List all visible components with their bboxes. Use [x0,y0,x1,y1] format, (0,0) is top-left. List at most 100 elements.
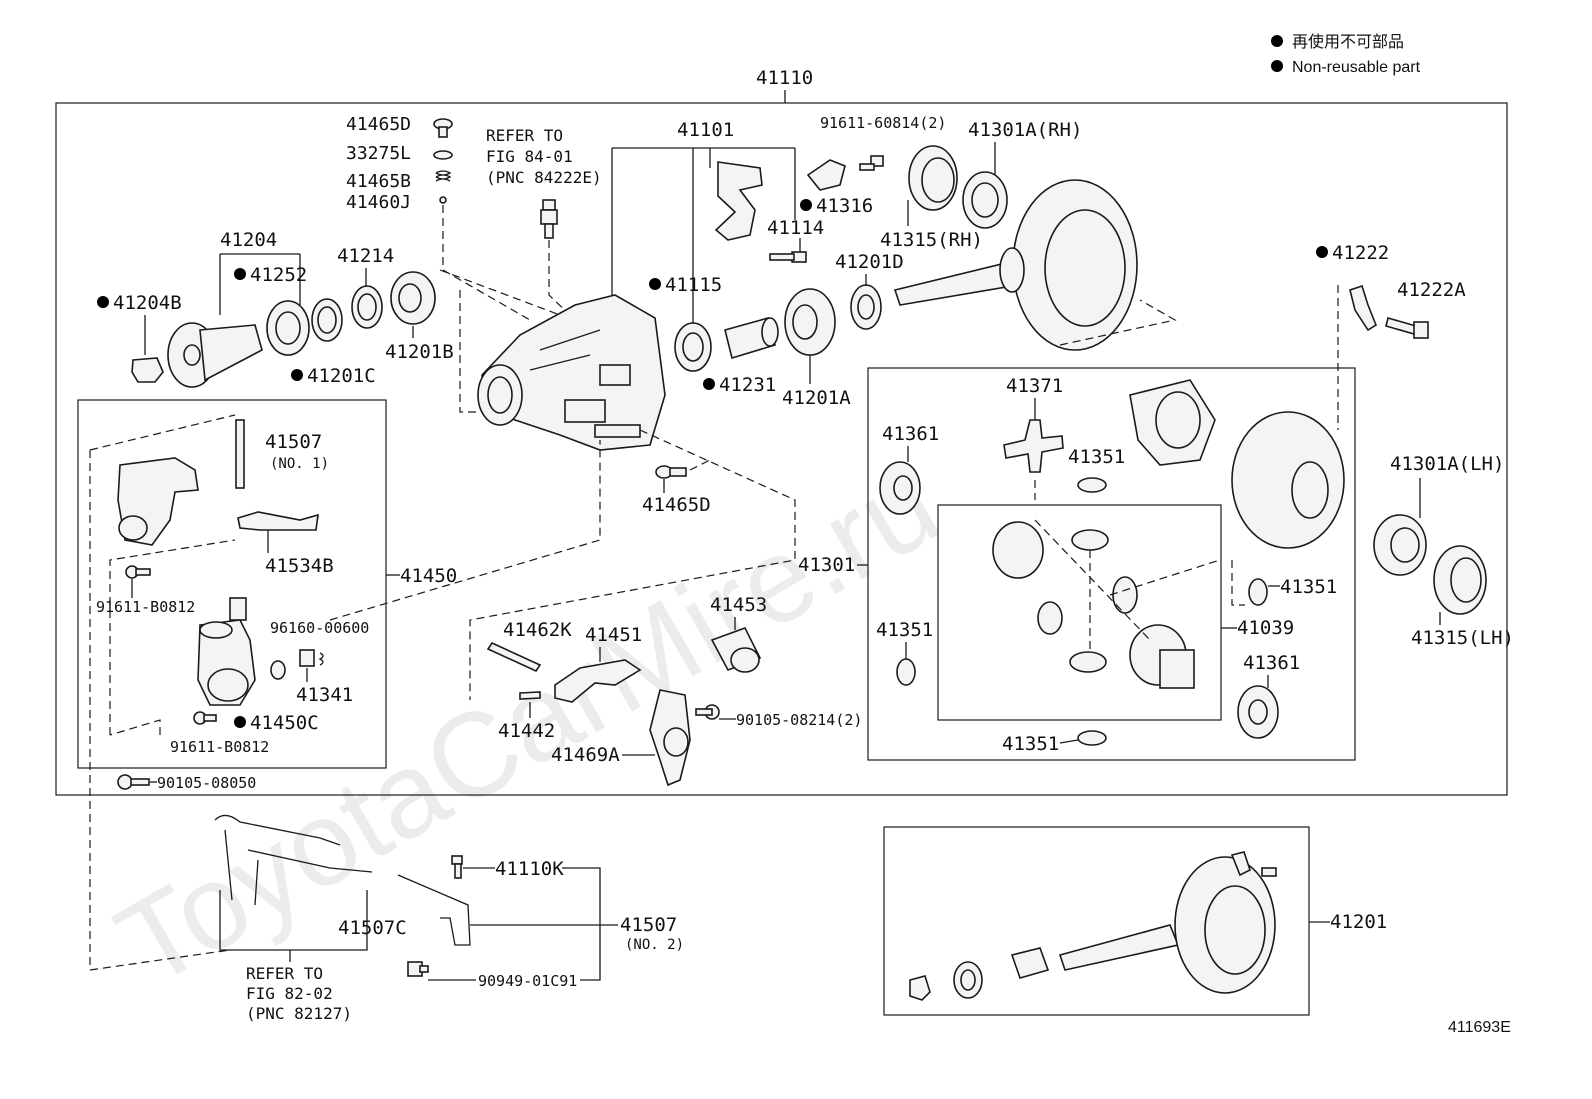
bearing-part [1373,514,1427,576]
bearing-part [390,271,436,325]
part-label-90949-01C91: 90949-01C91 [478,972,577,990]
pinion-shaft-spider-part [1003,419,1064,473]
part-label-41201B: 41201B [385,341,454,363]
thrust-washer-part [1248,578,1268,606]
bearing-cap-part [714,161,763,241]
part-label-90105-08050: 90105-08050 [157,774,256,792]
part-label-41442: 41442 [498,720,555,742]
non-reusable-dot-icon [1316,246,1328,258]
oil-slinger-part [311,298,343,342]
bolt-part [695,704,720,720]
part-label-41110K: 41110K [495,858,564,880]
part-label-41465B: 41465B [346,171,411,192]
legend-dot-icon [1271,60,1283,72]
part-label-41507-no2: 41507 [620,914,677,936]
part-label-41301: 41301 [798,554,855,576]
part-label-41351-a: 41351 [1068,446,1125,468]
actuator-assembly-frame [77,399,387,769]
part-label-41453: 41453 [710,594,767,616]
part-label-41201A: 41201A [782,387,851,409]
spring-part [299,649,324,667]
non-reusable-dot-icon [97,296,109,308]
part-label-90105-08214: 90105-08214(2) [736,711,862,729]
part-label-41201: 41201 [1330,911,1387,933]
washer-part [850,284,882,330]
part-label-41114: 41114 [767,217,824,239]
bolt-part [1385,317,1429,339]
bolt-part [769,251,807,263]
thrust-washer-part [879,461,921,515]
refer-fig-84-01-line2: FIG 84-01 [486,147,573,166]
lock-plate-part [806,159,846,191]
bolt-part [193,711,217,725]
part-label-41115: 41115 [665,274,722,296]
oil-seal-part [266,300,310,356]
part-label-96160-00600: 96160-00600 [270,619,369,637]
plug-bolt-part [655,465,687,479]
o-ring-part [270,660,286,680]
part-label-41252: 41252 [250,264,307,286]
part-label-41507-no2-sub: (NO. 2) [625,937,684,953]
part-label-41507C: 41507C [338,917,407,939]
hose-clamp-part [407,961,429,977]
breather-plug-part [451,855,463,879]
part-label-41507-no1: 41507 [265,431,322,453]
washer-part [433,150,453,160]
part-label-41465D: 41465D [346,114,411,135]
bearing-part [784,288,836,356]
bolt-part [859,155,884,171]
part-label-41507-no1-sub: (NO. 1) [270,456,329,472]
bolt-part [117,774,150,790]
legend-text-ja: 再使用不可部品 [1292,33,1404,51]
refer-fig-84-01-line3: (PNC 84222E) [486,168,602,187]
part-label-41460J: 41460J [346,192,411,213]
non-reusable-dot-icon [800,199,812,211]
shift-rod-part [486,641,542,673]
refer-fig-82-02-line1: REFER TO [246,964,323,983]
spacer-part [351,285,383,329]
part-label-41361-b: 41361 [1243,652,1300,674]
part-label-41301A-LH: 41301A(LH) [1390,453,1504,475]
bearing-cup-part [1433,545,1487,615]
part-label-41469A: 41469A [551,744,620,766]
oil-seal-part [674,322,712,372]
shift-fork-part [554,659,642,703]
part-label-41450: 41450 [400,565,457,587]
part-label-41214: 41214 [337,245,394,267]
legend-text-en: Non-reusable part [1292,59,1421,76]
differential-pinion-frame [937,504,1222,721]
part-label-41301A-RH: 41301A(RH) [968,119,1082,141]
bearing-part [962,171,1008,229]
part-label-41465D-mid: 41465D [642,494,711,516]
differential-carrier-housing-part [477,294,666,451]
part-label-41450C: 41450C [250,712,319,734]
part-label-41110: 41110 [756,67,813,89]
part-label-41341: 41341 [296,684,353,706]
sensor-switch-part [540,199,558,239]
part-label-41222: 41222 [1332,242,1389,264]
part-label-41315-LH: 41315(LH) [1411,627,1514,649]
part-label-91611-B0812-a: 91611-B0812 [96,598,195,616]
actuator-motor-part [197,597,256,706]
bracket-part [237,511,319,531]
non-reusable-dot-icon [234,716,246,728]
part-label-41201C: 41201C [307,365,376,387]
differential-case-part [1231,411,1345,549]
differential-case-frame [867,367,1356,761]
differential-gears-part [992,519,1221,689]
spring-part [435,170,452,182]
shift-sleeve-part [710,627,762,673]
part-label-91611-60814: 91611-60814(2) [820,114,946,132]
thrust-washer-part [1237,685,1279,739]
part-label-41351-d: 41351 [1002,733,1059,755]
main-assembly-frame [55,102,1508,796]
ball-part [439,196,447,204]
pin-part [235,419,245,489]
lock-plate-part [1349,284,1377,332]
breather-hose-part [214,814,471,946]
cover-boss-part [118,515,148,541]
part-label-33275L: 33275L [346,143,411,164]
part-label-41222A: 41222A [1397,279,1466,301]
legend: 再使用不可部品 Non-reusable part [1271,33,1421,76]
